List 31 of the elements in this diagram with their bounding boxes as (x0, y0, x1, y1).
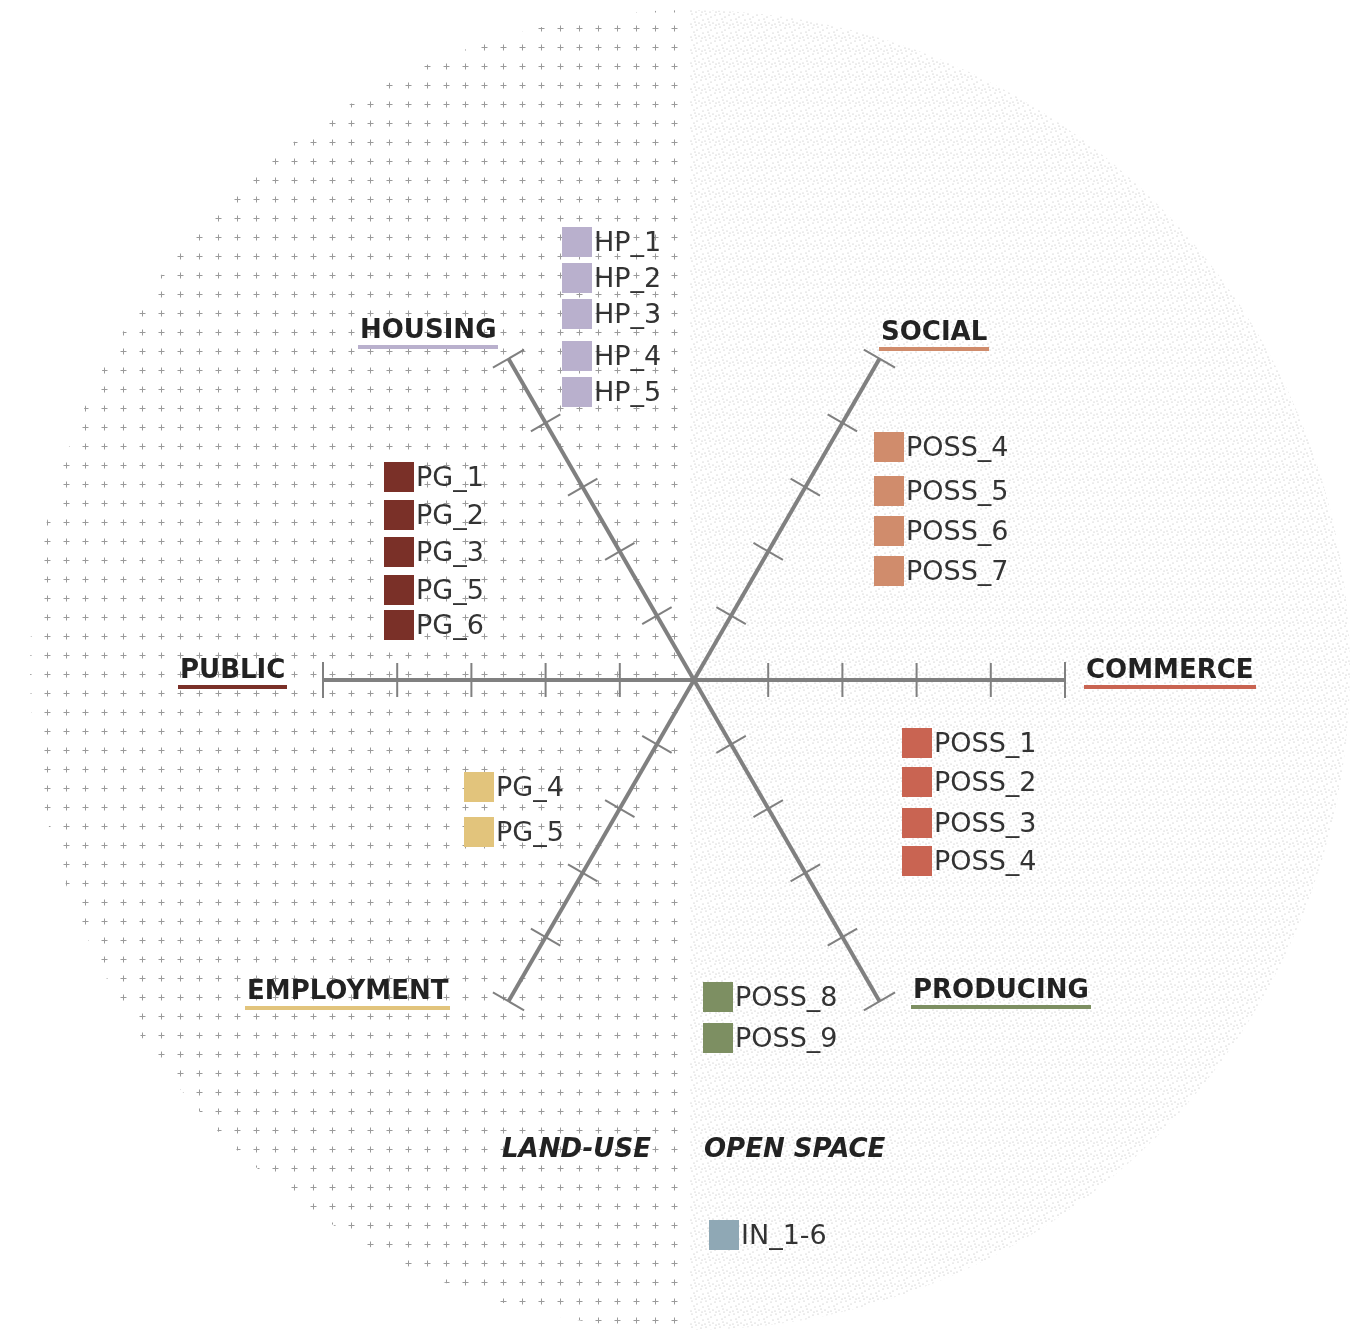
group-label: OPEN SPACE (703, 1133, 887, 1164)
group-label: LAND-USE (501, 1133, 652, 1164)
legend-label: HP_4 (594, 341, 662, 371)
legend-label: HP_1 (594, 227, 662, 257)
legend-label: POSS_8 (735, 982, 838, 1012)
legend-label: PG_2 (416, 500, 484, 530)
legend-label: POSS_2 (934, 767, 1037, 797)
legend-label: POSS_5 (906, 476, 1009, 506)
legend-label: POSS_1 (934, 728, 1037, 758)
axis-label: COMMERCE (1084, 654, 1256, 689)
legend-label: POSS_9 (735, 1023, 838, 1053)
axis-label: HOUSING (358, 314, 499, 349)
legend-label: POSS_4 (906, 432, 1009, 462)
axis-label: PRODUCING (911, 974, 1091, 1009)
legend-label: POSS_3 (934, 808, 1037, 838)
axis-label: PUBLIC (178, 654, 288, 689)
legend-label: IN_1-6 (741, 1220, 827, 1250)
legend-label: POSS_4 (934, 846, 1037, 876)
legend-label: PG_3 (416, 537, 484, 567)
legend-label: PG_1 (416, 462, 484, 492)
axis-label: SOCIAL (879, 316, 990, 351)
legend-label: HP_3 (594, 299, 662, 329)
legend-label: PG_6 (416, 610, 484, 640)
legend-label: HP_2 (594, 263, 662, 293)
axis-label: EMPLOYMENT (245, 975, 451, 1010)
legend-label: POSS_6 (906, 516, 1009, 546)
legend-label: PG_5 (496, 817, 564, 847)
legend-label: POSS_7 (906, 556, 1009, 586)
legend-label: PG_4 (496, 772, 564, 802)
legend-label: HP_5 (594, 377, 662, 407)
legend-label: PG_5 (416, 575, 484, 605)
